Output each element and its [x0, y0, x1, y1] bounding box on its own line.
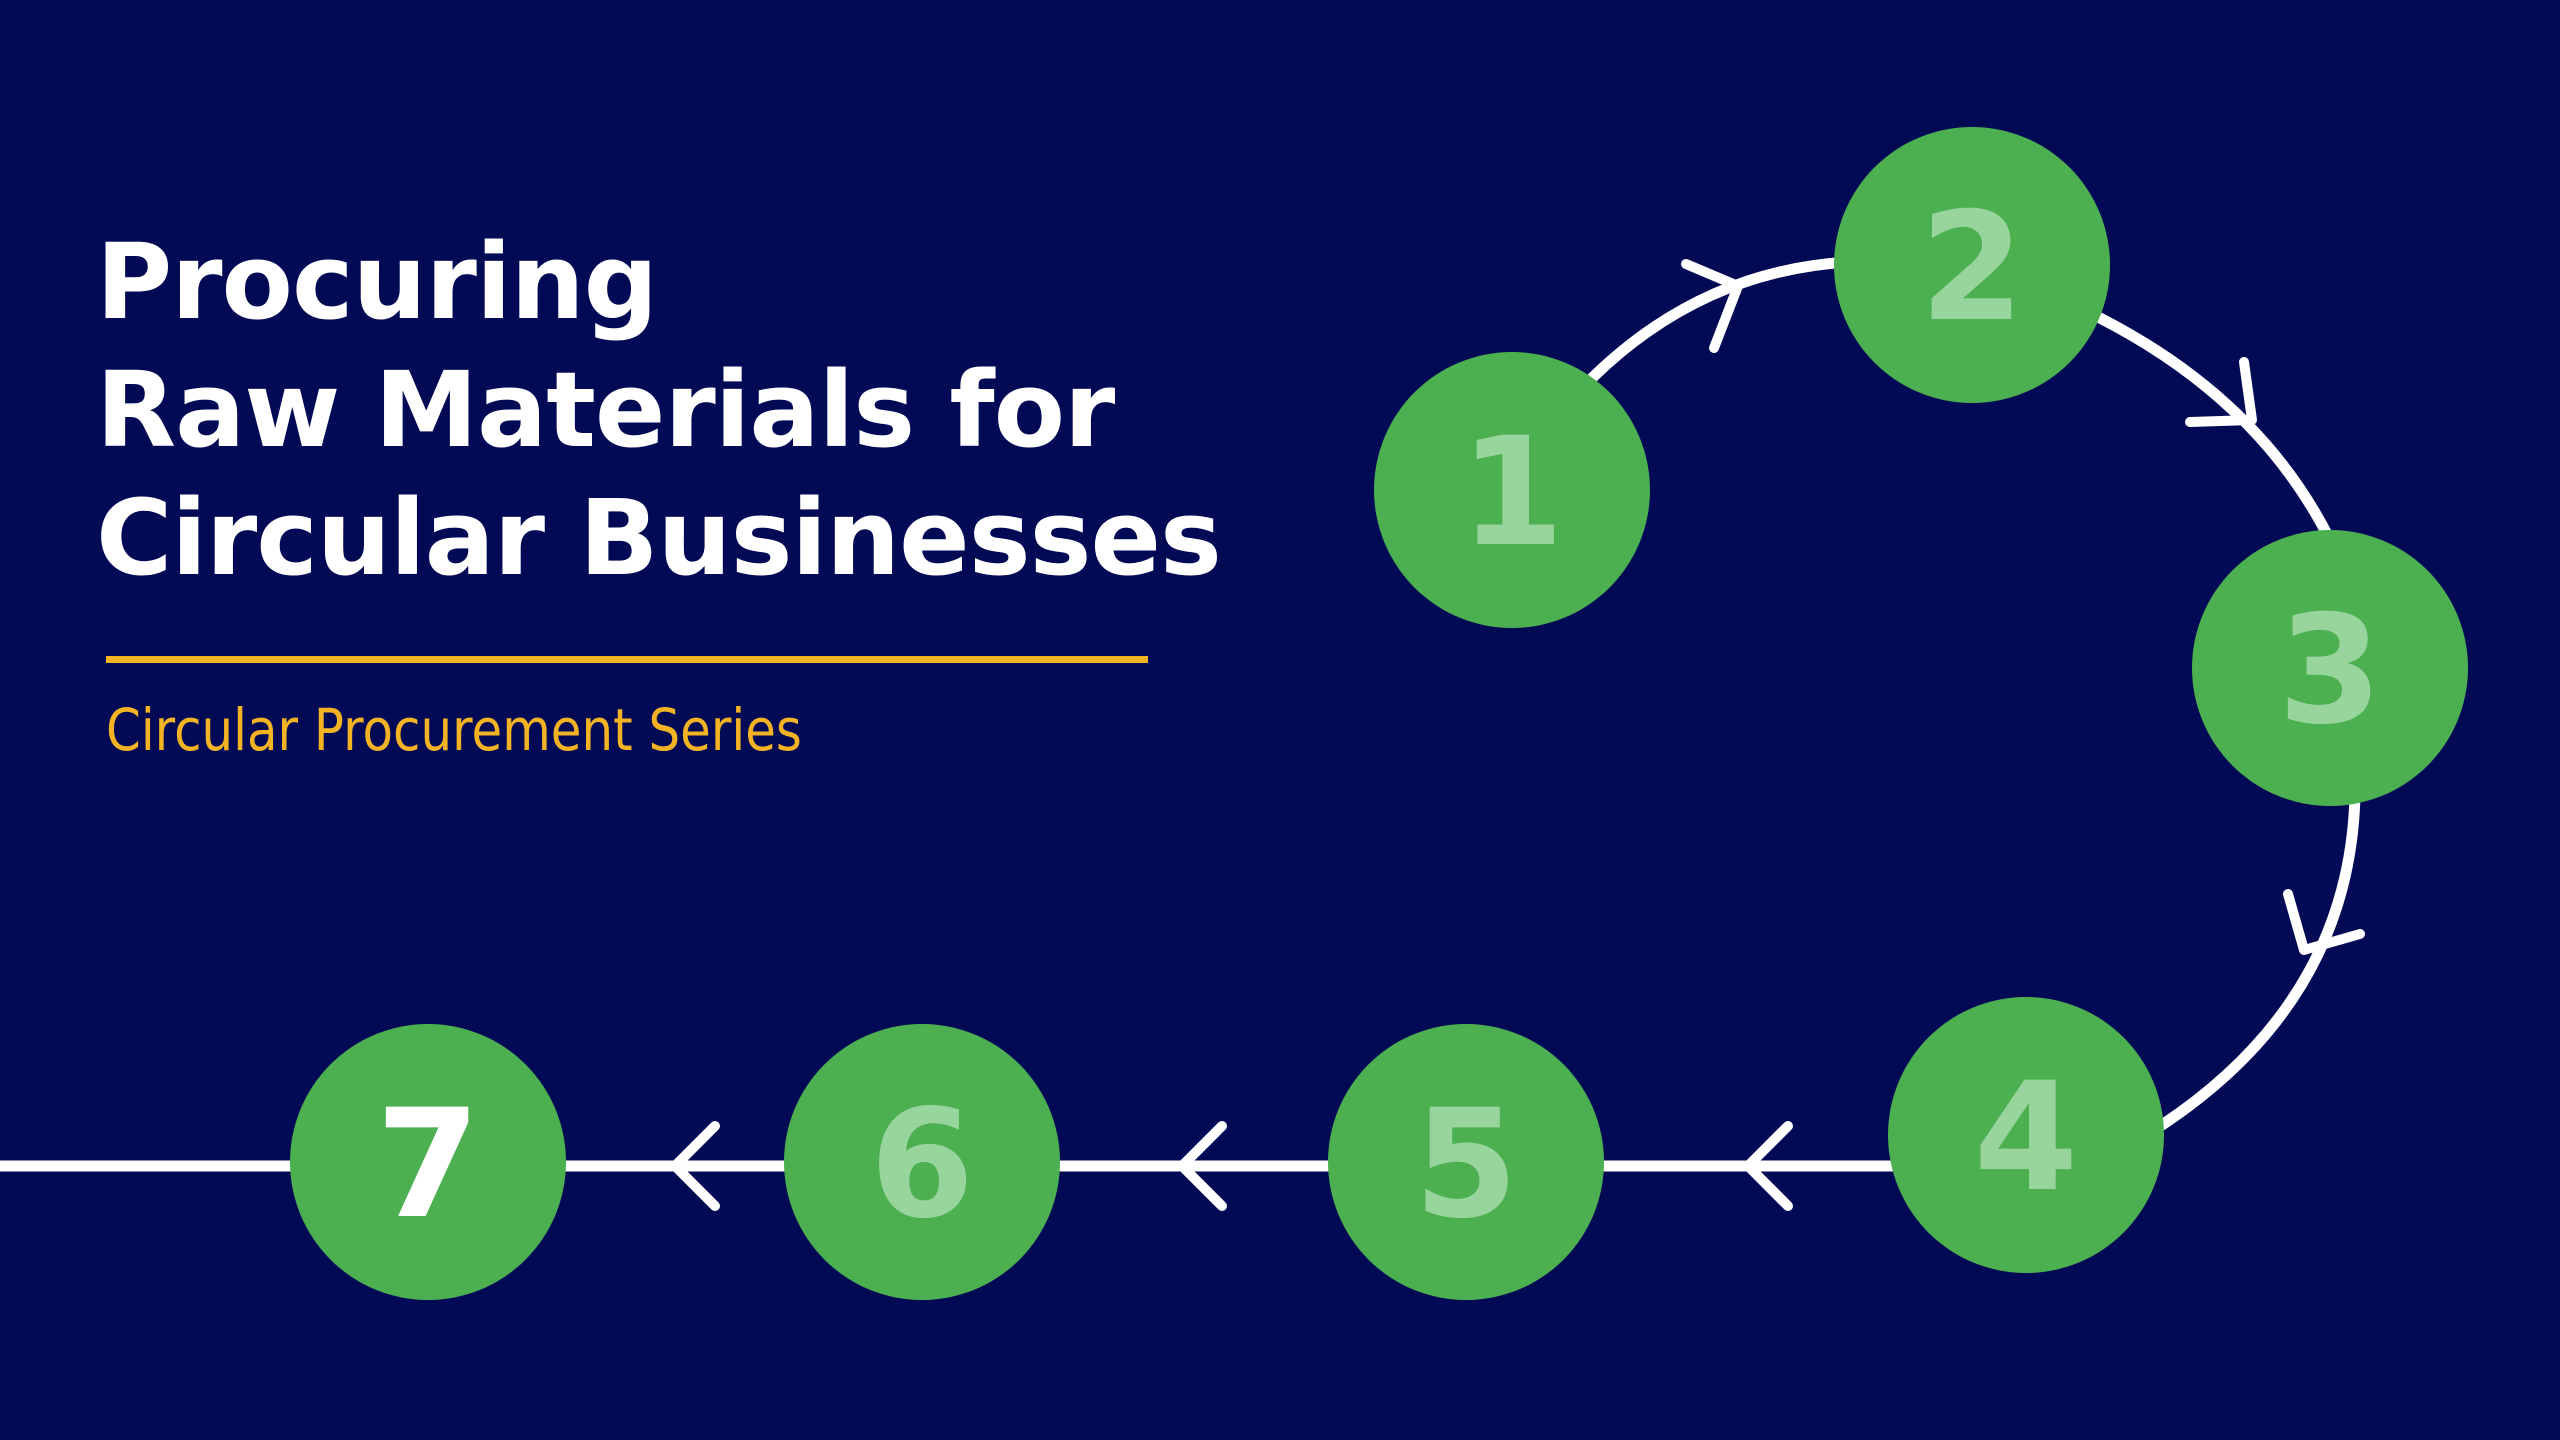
- step-1: 1: [1374, 352, 1650, 628]
- step-5-circle: [1328, 1024, 1604, 1300]
- arrow-5-6-icon: [1177, 1121, 1227, 1211]
- arrow-4-5-icon: [1743, 1121, 1793, 1211]
- step-4-circle: [1888, 997, 2164, 1273]
- step-1-circle: [1374, 352, 1650, 628]
- title-line-2: Raw Materials for: [96, 349, 1115, 471]
- connector-2-3: [2094, 312, 2336, 546]
- arrow-1-2-icon: [1681, 259, 1743, 353]
- step-3: 3: [2192, 530, 2468, 806]
- title-line-3: Circular Businesses: [96, 477, 1222, 599]
- step-circles: 1 2 3 4 5 6 7: [290, 127, 2468, 1300]
- series-subtitle: Circular Procurement Series: [106, 696, 802, 764]
- step-7: 7: [290, 1024, 566, 1300]
- step-2-number: 2: [1920, 181, 2024, 355]
- step-2: 2: [1834, 127, 2110, 403]
- step-3-circle: [2192, 530, 2468, 806]
- step-7-circle: [290, 1024, 566, 1300]
- step-5-number: 5: [1414, 1078, 1518, 1252]
- step-5: 5: [1328, 1024, 1604, 1300]
- step-6: 6: [784, 1024, 1060, 1300]
- arrow-3-4-icon: [2283, 889, 2365, 955]
- title-block: Procuring Raw Materials for Circular Bus…: [96, 218, 1296, 602]
- connector-3-4: [2156, 789, 2361, 1131]
- direction-arrows: [670, 259, 2365, 1211]
- step-2-circle: [1834, 127, 2110, 403]
- step-4: 4: [1888, 997, 2164, 1273]
- connector-lines: [0, 256, 2361, 1172]
- title-divider: [106, 656, 1148, 663]
- arrow-6-7-icon: [670, 1121, 720, 1211]
- step-7-number: 7: [376, 1078, 480, 1252]
- step-6-circle: [784, 1024, 1060, 1300]
- connector-1-2: [1582, 256, 1856, 388]
- step-1-number: 1: [1460, 406, 1564, 580]
- step-4-number: 4: [1974, 1051, 2078, 1225]
- title-line-1: Procuring: [96, 221, 658, 343]
- step-6-number: 6: [870, 1078, 974, 1252]
- step-3-number: 3: [2278, 584, 2382, 758]
- arrow-2-3-icon: [2185, 357, 2257, 427]
